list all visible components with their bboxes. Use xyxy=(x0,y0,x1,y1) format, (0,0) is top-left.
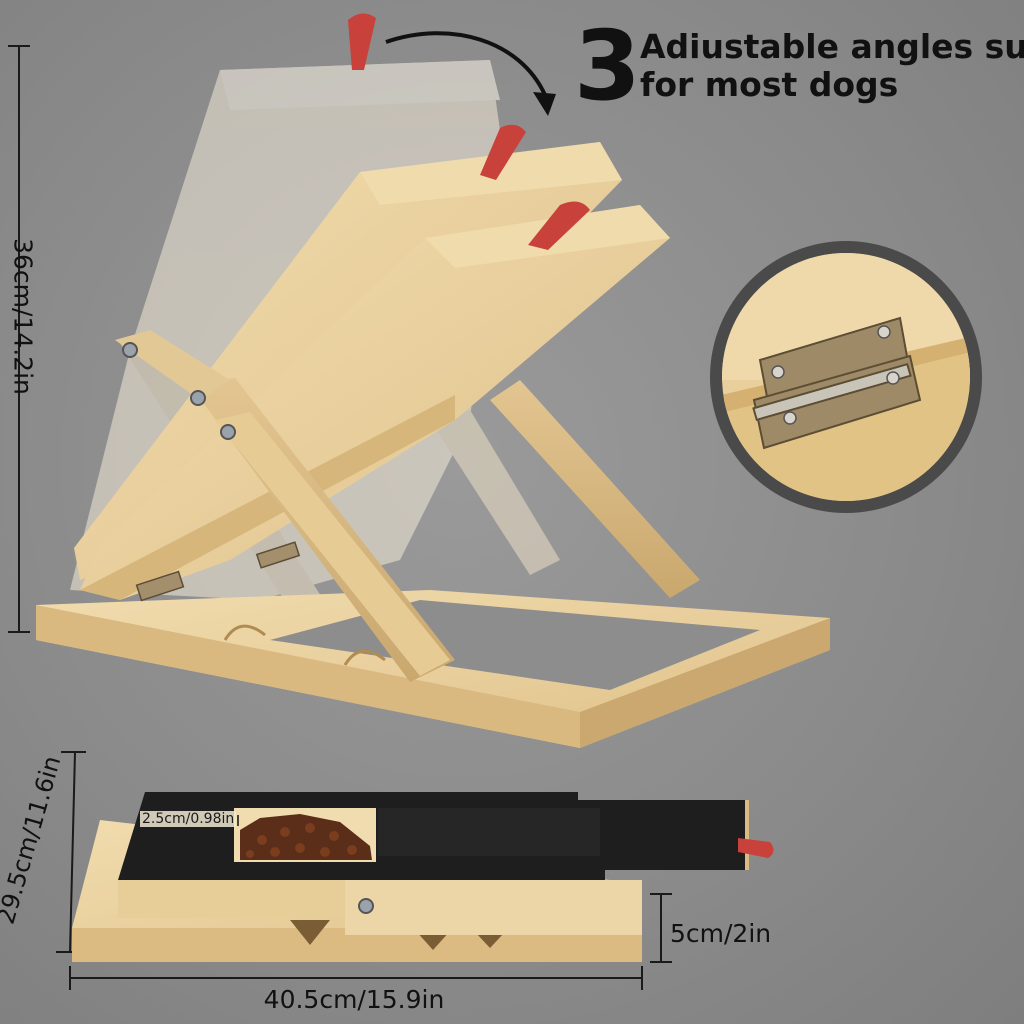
thickness-dimension-label: 5cm/2in xyxy=(670,919,772,948)
board-position-1 xyxy=(80,201,670,600)
height-dimension-label: 36cm/14.2in xyxy=(8,238,38,395)
width-dimension-label: 40.5cm/15.9in xyxy=(263,985,445,1014)
support-legs xyxy=(115,330,700,682)
pull-tab-top xyxy=(348,13,376,71)
pull-tab-middle xyxy=(480,124,526,180)
angle-count-number: 3 xyxy=(574,10,641,122)
hinge-closeup-icon xyxy=(752,316,922,450)
curved-arrow-icon xyxy=(385,31,556,116)
height-dimension-line xyxy=(8,45,30,633)
hinge-closeup-inset xyxy=(710,241,982,513)
width-dimension-line xyxy=(69,966,643,990)
pull-tab-folded xyxy=(738,838,774,858)
pull-tab-front xyxy=(528,201,590,250)
screw-icon xyxy=(122,342,236,440)
headline-line-1: Adiustable angles suit xyxy=(640,27,1024,66)
folded-view xyxy=(72,792,774,962)
tray-depth-label: 2.5cm/0.98in xyxy=(140,811,237,827)
headline-line-2: for most dogs xyxy=(640,65,899,104)
thickness-dimension-line xyxy=(650,893,672,963)
treat-tray xyxy=(234,808,376,862)
hinge-icon xyxy=(135,541,301,602)
